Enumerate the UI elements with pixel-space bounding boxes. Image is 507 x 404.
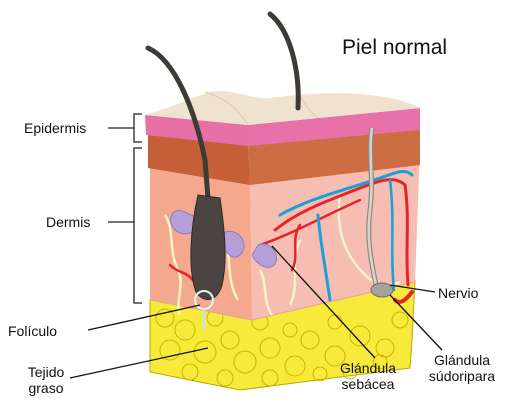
label-tejido-line2: graso bbox=[20, 380, 72, 396]
label-foliculo: Folículo bbox=[8, 323, 57, 339]
title-word-1: Piel bbox=[342, 36, 377, 59]
label-epidermis: Epidermis bbox=[24, 120, 86, 136]
label-glandula-sebacea: Glándula sebácea bbox=[333, 360, 403, 392]
label-tejido-line1: Tejido bbox=[20, 364, 72, 380]
label-glandula-sudoripara: Glándula súdoripara bbox=[422, 352, 502, 384]
label-sudoripara-line2: súdoripara bbox=[422, 368, 502, 384]
diagram-title: Piel normal bbox=[342, 36, 447, 60]
label-sebacea-line2: sebácea bbox=[333, 376, 403, 392]
layer-brackets bbox=[108, 114, 142, 303]
label-tejido-graso: Tejido graso bbox=[20, 364, 72, 396]
label-sudoripara-line1: Glándula bbox=[422, 352, 502, 368]
label-nervio: Nervio bbox=[438, 285, 478, 301]
label-dermis: Dermis bbox=[46, 214, 90, 230]
label-sebacea-line1: Glándula bbox=[333, 360, 403, 376]
title-word-2: normal bbox=[383, 36, 447, 59]
